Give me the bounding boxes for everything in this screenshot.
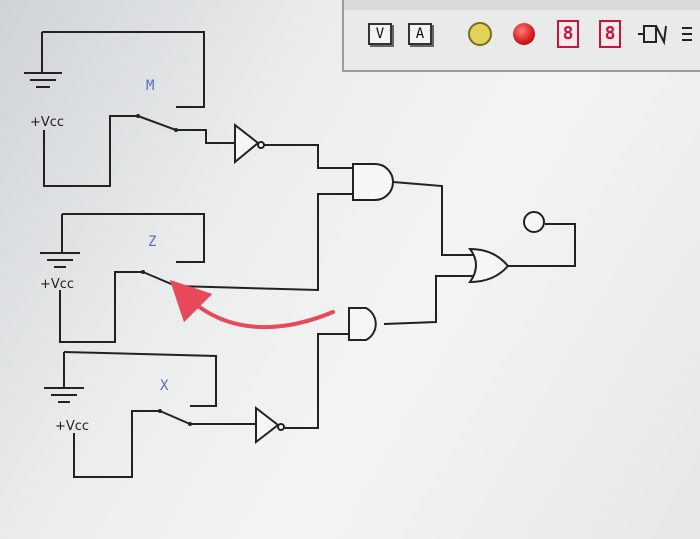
seven-segment-button-1[interactable]: 8	[552, 18, 584, 50]
switch-2-label: Z	[148, 234, 156, 250]
switch-1-label: M	[146, 78, 154, 94]
switch-1-circuit: +Vcc M	[24, 31, 235, 187]
ammeter-icon: A	[408, 23, 432, 45]
switch-3-circuit: +Vcc X	[44, 351, 256, 478]
switch-3-label: X	[160, 378, 169, 394]
output-probe[interactable]	[523, 211, 545, 233]
vcc-label-3: +Vcc	[55, 419, 89, 434]
lamp-icon	[468, 22, 492, 46]
switch-1-lever	[137, 115, 177, 131]
switch-2-circuit: +Vcc Z	[40, 193, 353, 343]
voltmeter-icon: V	[368, 23, 392, 45]
buffer-gate-button[interactable]	[636, 18, 668, 50]
lamp-button[interactable]	[464, 18, 496, 50]
component-toolbar: V A 8 8	[342, 0, 700, 72]
seven-segment-icon: 8	[557, 20, 579, 48]
led-icon	[513, 23, 535, 45]
vcc-label-2: +Vcc	[40, 277, 74, 292]
annotation-arrow	[169, 279, 335, 329]
switch-2-lever	[142, 271, 177, 287]
vcc-label-1: +Vcc	[30, 115, 64, 130]
more-icon	[682, 27, 692, 41]
or-gate[interactable]	[468, 247, 510, 284]
and-gate-1[interactable]	[352, 163, 394, 201]
led-button[interactable]	[508, 18, 540, 50]
seven-segment-decoder-icon: 8	[599, 20, 621, 48]
not-gate-1[interactable]	[234, 122, 265, 165]
ammeter-button[interactable]: A	[404, 18, 436, 50]
toolbar-more-button[interactable]	[676, 18, 696, 50]
voltmeter-button[interactable]: V	[364, 18, 396, 50]
switch-3-lever	[159, 410, 191, 425]
seven-segment-button-2[interactable]: 8	[594, 18, 626, 50]
buffer-gate-icon	[638, 25, 667, 46]
and-gate-2[interactable]	[348, 307, 377, 341]
not-gate-2[interactable]	[255, 405, 285, 445]
